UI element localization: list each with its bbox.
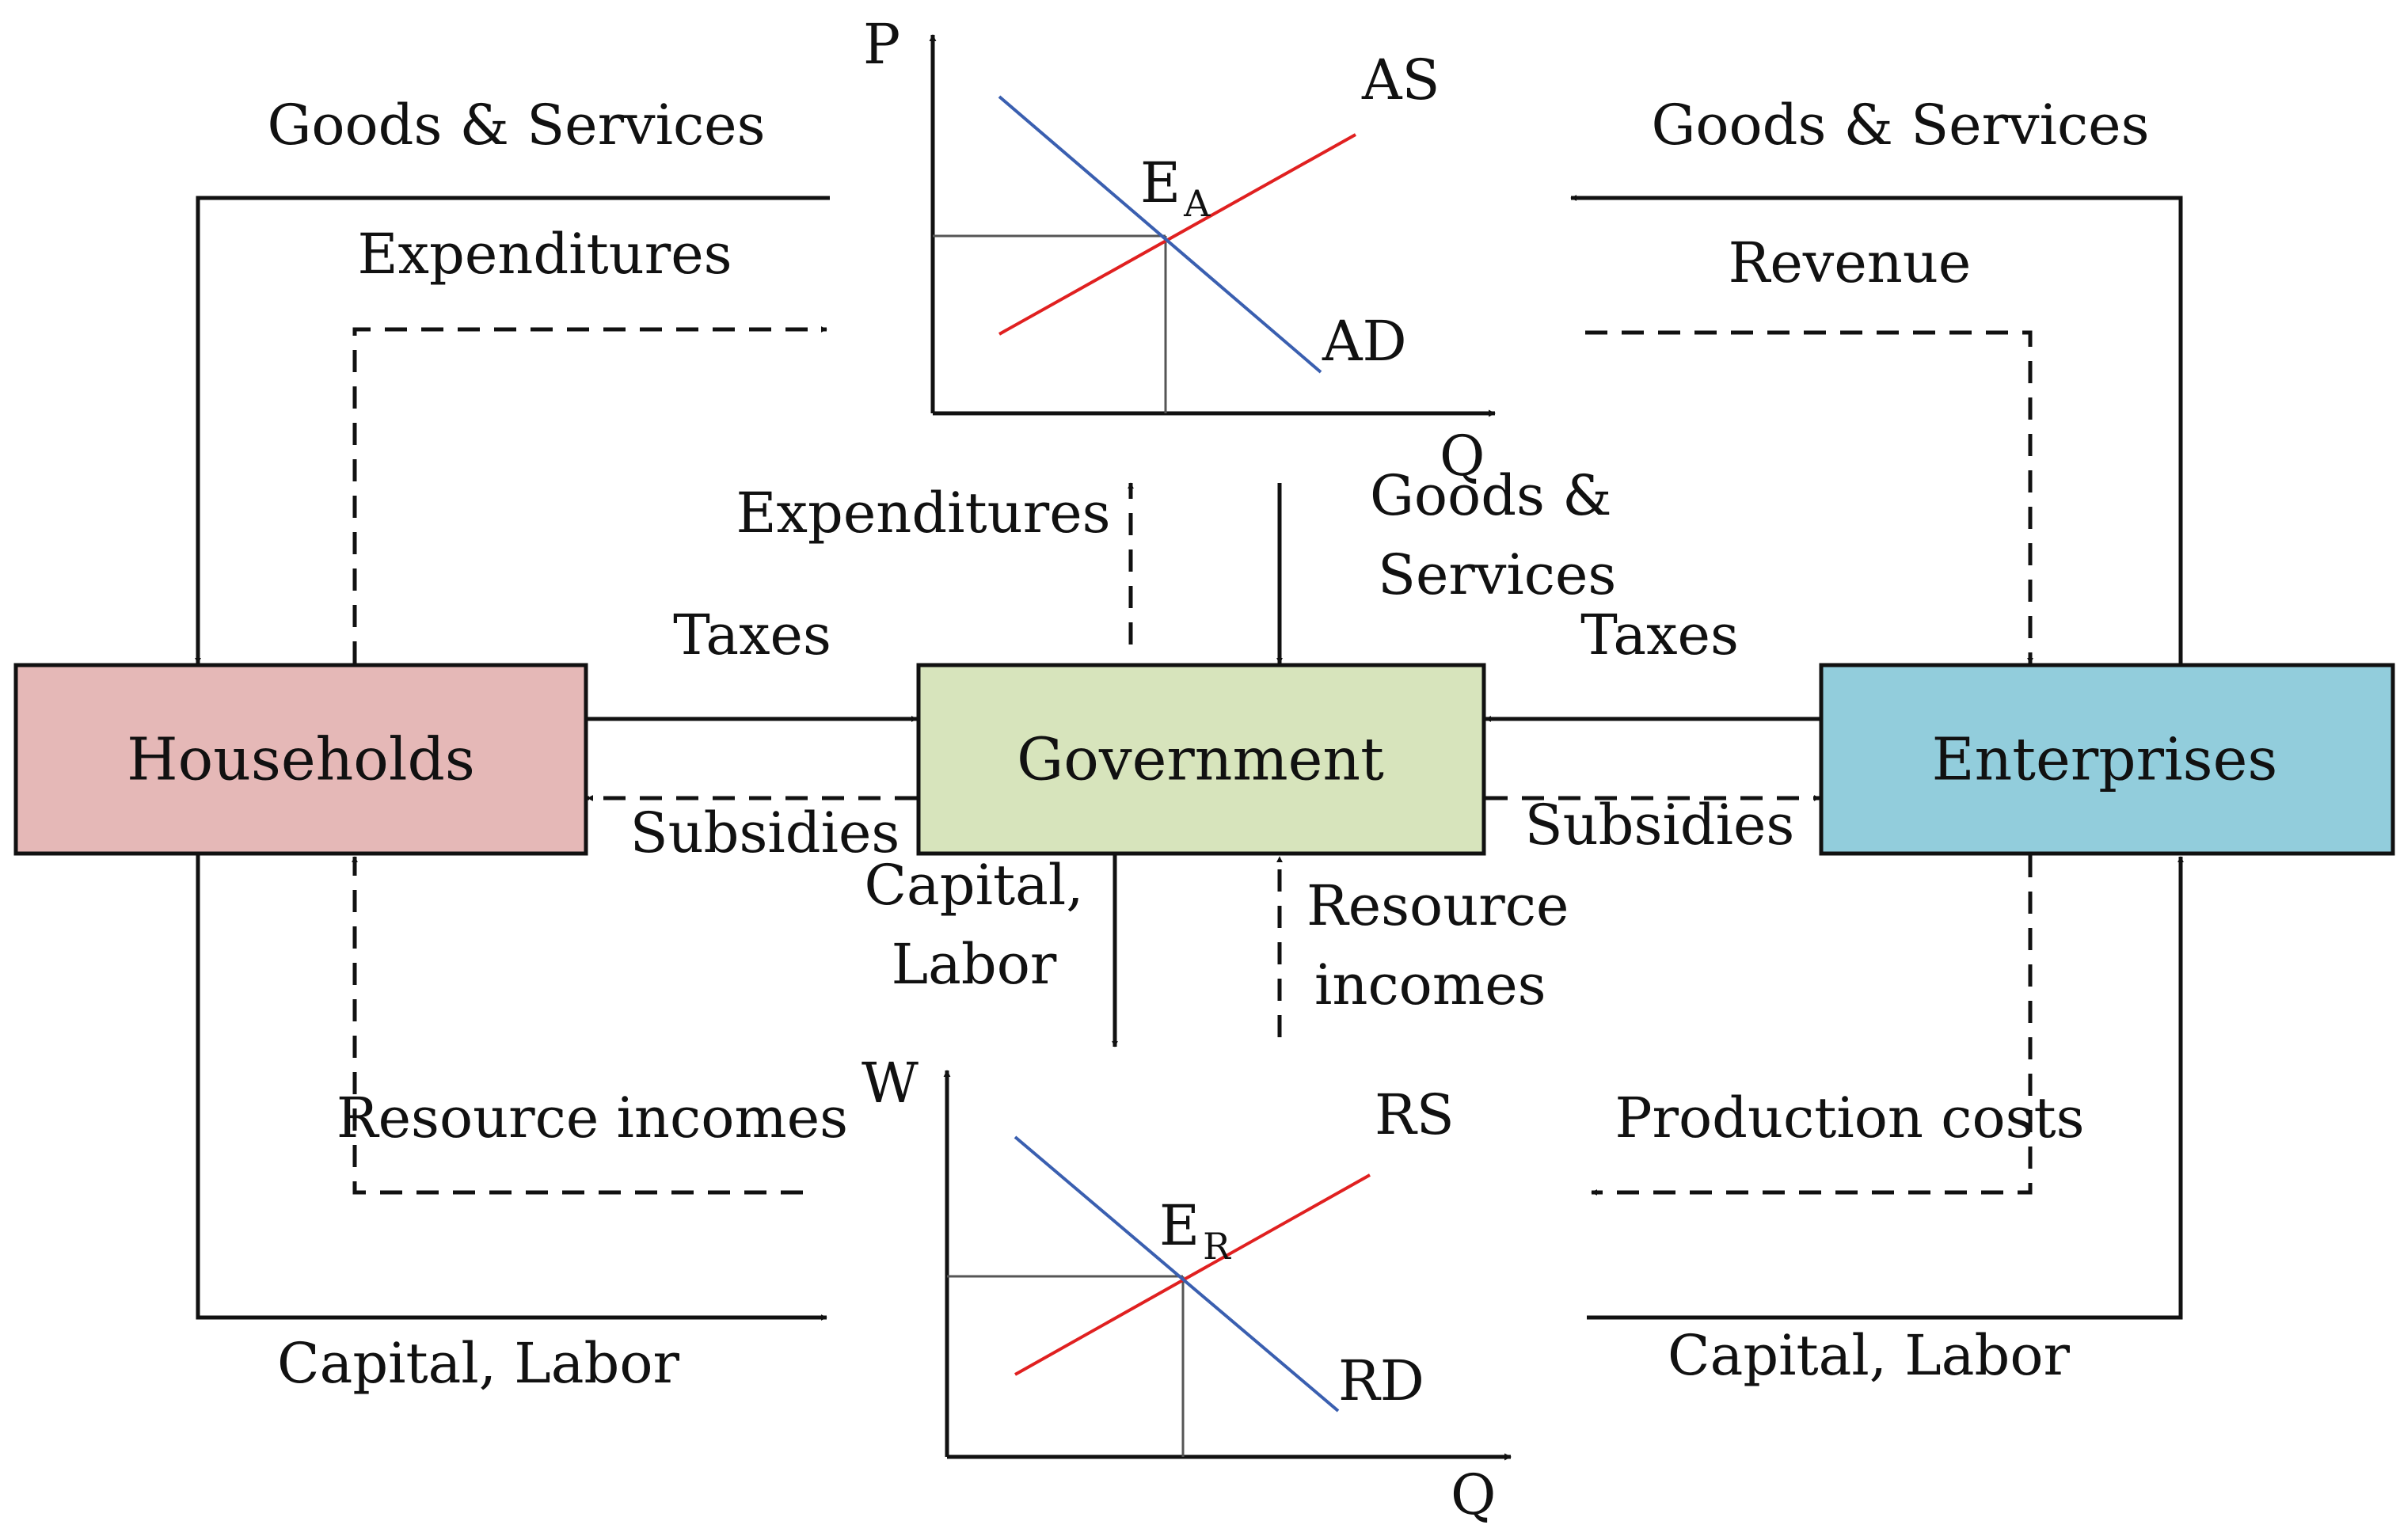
gov-expenditures-label: Expenditures [736,481,1110,546]
gov-capital-line2: Labor [892,932,1057,997]
resource-x-label: Q [1451,1462,1496,1527]
capital-labor-left-label: Capital, Labor [277,1331,679,1396]
revenue-arrow [1585,330,2033,664]
resource-eq-main: E [1159,1193,1200,1258]
gov-goods-line2: Services [1378,542,1616,607]
resource-y-label: W [861,1051,919,1116]
goods-services-right-label: Goods & Services [1651,93,2149,158]
rd-label: RD [1338,1348,1424,1413]
capital-labor-right-label: Capital, Labor [1668,1323,2070,1388]
government-label: Government [1017,725,1384,793]
resource-incomes-to-households-arrow [352,856,803,1195]
rd-curve [1014,1135,1340,1413]
aggregate-y-label: P [863,12,900,77]
government-box: Government [916,663,1486,856]
as-curve [998,133,1356,336]
gov-goods-line1: Goods & [1370,463,1612,528]
taxes-right-label: Taxes [1580,603,1739,667]
rs-curve [1014,1173,1371,1376]
household-expenditures-arrow [352,326,827,664]
resource-incomes-left-label: Resource incomes [337,1086,848,1150]
gov-capital-line1: Capital, [865,853,1084,918]
goods-services-left-label: Goods & Services [267,93,765,158]
production-costs-arrow [1591,855,2033,1196]
as-label: AS [1361,48,1440,112]
enterprises-box: Enterprises [1819,663,2395,856]
goods-from-enterprises-arrow [1570,195,2183,664]
resource-eq-sub: R [1203,1225,1231,1268]
enterprise-capital-labor-arrow [1587,856,2184,1320]
aggregate-market-chart: P Q AS AD E A [863,12,1496,489]
ad-curve [998,95,1322,374]
aggregate-eq-sub: A [1183,182,1211,225]
subsidies-left-label: Subsidies [630,800,900,865]
aggregate-eq-main: E [1140,150,1181,215]
production-costs-label: Production costs [1615,1086,2084,1150]
gov-resource-line2: incomes [1314,953,1546,1017]
taxes-left-label: Taxes [673,603,831,667]
enterprises-label: Enterprises [1932,725,2278,793]
resource-market-chart: W Q RS RD E R [861,1051,1512,1527]
subsidies-right-label: Subsidies [1525,793,1795,857]
gov-resource-line1: Resource [1306,873,1569,938]
rs-label: RS [1375,1082,1455,1147]
resource-equilibrium-label: E R [1159,1193,1231,1268]
expenditures-left-label: Expenditures [357,222,732,287]
households-label: Households [127,725,475,793]
household-capital-labor-arrow [196,855,827,1321]
goods-to-households-arrow [195,196,830,664]
revenue-label: Revenue [1729,230,1972,295]
aggregate-equilibrium-label: E A [1140,150,1211,225]
aggregate-x-label: Q [1440,424,1485,489]
ad-label: AD [1322,309,1407,374]
households-box: Households [13,663,588,856]
